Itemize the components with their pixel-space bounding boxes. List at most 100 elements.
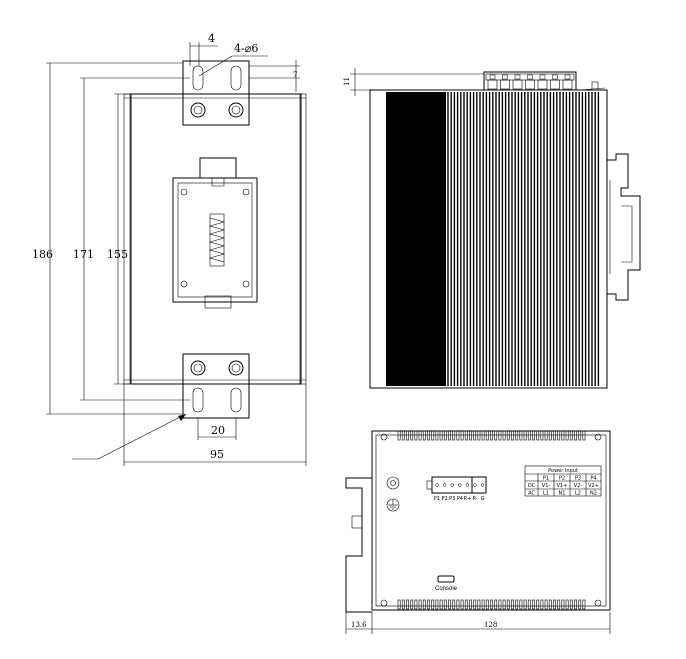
- vent-tooth: [469, 430, 472, 441]
- vent-tooth: [578, 430, 582, 441]
- vent-tooth: [536, 599, 540, 610]
- dim-overall-height: 186: [32, 248, 53, 261]
- front-view: 4 4-⌀6 7 186 171 155 20: [32, 32, 307, 466]
- vent-tooth: [523, 599, 527, 610]
- terminal-label: P1: [434, 496, 440, 502]
- heatsink-fins: [386, 92, 446, 386]
- dim-overall-width: 95: [210, 448, 224, 461]
- vent-tooth: [502, 599, 506, 610]
- vent-tooth: [422, 430, 426, 441]
- vent-tooth: [536, 430, 540, 441]
- vent-tooth: [456, 599, 460, 610]
- vent-tooth: [473, 430, 477, 441]
- vent-tooth: [561, 599, 565, 610]
- power-table-cell: N2: [590, 491, 597, 497]
- vent-tooth: [435, 599, 439, 610]
- vent-tooth: [443, 599, 447, 610]
- power-table-cell: DC: [528, 483, 536, 489]
- screw-icon: [190, 360, 206, 376]
- power-table-cell: P3: [575, 476, 581, 482]
- vent-tooth: [448, 599, 451, 610]
- terminal-pin: [442, 483, 447, 487]
- vent-tooth: [506, 430, 510, 441]
- vent-tooth: [519, 599, 523, 610]
- vent-teeth-top: [397, 430, 586, 441]
- vent-tooth: [485, 599, 489, 610]
- vent-tooth: [523, 430, 527, 441]
- vent-teeth-bottom: [397, 599, 586, 610]
- front-flange-left: [123, 93, 131, 385]
- console-port-icon: [437, 575, 455, 583]
- dim-hole-pitch: 171: [73, 248, 94, 261]
- dim-hole-spacing: 20: [211, 424, 225, 437]
- front-flange-right: [299, 93, 307, 385]
- vent-tooth: [456, 430, 460, 441]
- power-table-cell: AC: [528, 491, 535, 497]
- mounting-slot: [192, 65, 204, 91]
- vent-tooth: [477, 599, 481, 610]
- vent-tooth: [527, 599, 531, 610]
- vent-tooth: [464, 599, 468, 610]
- vent-tooth: [414, 599, 418, 610]
- vent-tooth: [414, 430, 418, 441]
- din-clip-bottom: [345, 477, 372, 613]
- vent-tooth: [561, 430, 565, 441]
- top-mounting-bracket: [182, 60, 250, 126]
- vent-tooth: [532, 430, 535, 441]
- vent-tooth: [582, 599, 586, 610]
- power-table-cell: P4: [590, 476, 596, 482]
- mounting-slot: [192, 387, 204, 413]
- vent-tooth: [469, 599, 472, 610]
- vent-tooth: [439, 599, 443, 610]
- power-table-cell: V1+: [557, 483, 568, 489]
- vent-tooth: [422, 599, 426, 610]
- vent-tooth: [506, 599, 510, 610]
- vent-tooth: [418, 599, 422, 610]
- power-table-cell: V1-: [542, 483, 551, 489]
- vent-tooth: [548, 599, 552, 610]
- power-terminal-connector: [426, 476, 487, 494]
- terminal-label: P2: [441, 496, 447, 502]
- vent-tooth: [435, 430, 439, 441]
- vent-tooth: [548, 430, 552, 441]
- screw-icon: [228, 102, 244, 118]
- vent-tooth: [490, 430, 493, 441]
- vent-tooth: [410, 430, 414, 441]
- power-table-cell: P1: [543, 476, 549, 482]
- terminal-label: P3: [449, 496, 455, 502]
- terminal-block: [483, 71, 577, 91]
- power-table-cell: L1: [543, 491, 549, 497]
- vent-tooth: [490, 599, 493, 610]
- vent-tooth: [565, 430, 569, 441]
- vent-tooth: [544, 599, 548, 610]
- vent-tooth: [498, 599, 502, 610]
- vent-tooth: [569, 599, 573, 610]
- terminal-pin: [480, 483, 485, 487]
- terminal-label: G: [481, 496, 485, 502]
- vent-tooth: [557, 430, 561, 441]
- mounting-slot: [230, 65, 242, 91]
- vent-tooth: [448, 430, 451, 441]
- vent-tooth: [565, 599, 569, 610]
- terminal-label: R+: [464, 496, 472, 502]
- vent-tooth: [553, 599, 556, 610]
- vent-tooth: [519, 430, 523, 441]
- vent-tooth: [515, 599, 519, 610]
- vent-tooth: [515, 430, 519, 441]
- dim-holes: 4-⌀6: [234, 42, 258, 55]
- terminal-pin: [450, 483, 454, 487]
- vent-tooth: [406, 599, 409, 610]
- terminal-pin: [473, 483, 477, 487]
- vent-tooth: [481, 599, 485, 610]
- vent-tooth: [460, 599, 464, 610]
- mounting-slot: [230, 387, 242, 413]
- terminal-label: R-: [472, 496, 477, 502]
- console-label: Console: [435, 586, 458, 592]
- vent-tooth: [574, 599, 577, 610]
- vent-tooth: [553, 430, 556, 441]
- vent-tooth: [427, 599, 430, 610]
- ground-screw-icon: [386, 476, 400, 490]
